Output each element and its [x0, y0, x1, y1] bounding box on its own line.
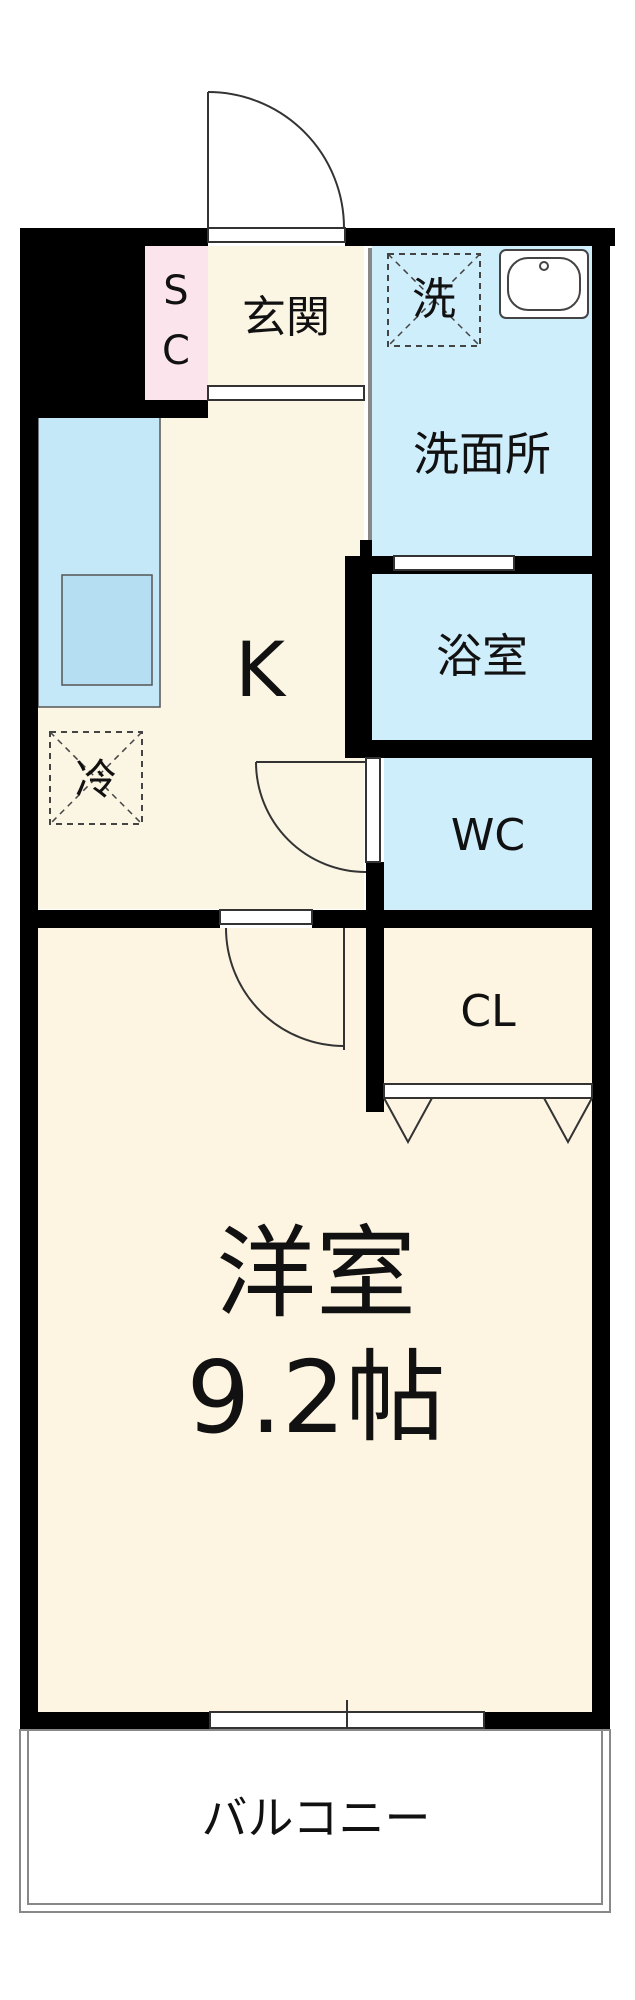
balcony-frame-inner: [27, 1729, 603, 1905]
wall-top-entrance-l: [145, 228, 208, 246]
closet-door-left: [383, 1097, 433, 1145]
toilet-floor: [384, 758, 592, 910]
shoe-closet-label-bottom: C: [162, 328, 190, 374]
walls: [20, 228, 615, 1730]
closet-label: CL: [460, 986, 516, 1037]
wall-bottom-left: [20, 1712, 210, 1730]
wall-bottom-right: [484, 1712, 610, 1730]
bath-label: 浴室: [436, 629, 528, 683]
western-room-floor-left: [38, 928, 384, 1088]
wall-kitchen-bottom-l: [20, 910, 220, 928]
fridge-space: [49, 731, 143, 825]
toilet-label: WC: [451, 810, 525, 861]
balcony-frame: [19, 1729, 611, 1913]
wall-closet-bottom-l: [366, 1084, 384, 1096]
closet-door-rail: [383, 1083, 593, 1099]
wash-basin-tap: [539, 261, 549, 271]
washer-space: [387, 253, 481, 347]
room-door: [225, 927, 345, 1050]
shoe-closet-label-top: S: [163, 268, 188, 314]
toilet-door: [255, 761, 367, 873]
entrance-floor: [208, 246, 364, 400]
kitchen-label: K: [235, 625, 287, 714]
washer-label: 洗: [412, 274, 456, 325]
balcony-label: バルコニー: [201, 1791, 430, 1845]
entrance-label: 玄関: [242, 292, 330, 343]
washroom-label: 洗面所: [413, 427, 551, 481]
closet-door-right: [543, 1097, 593, 1145]
wall-kitchen-bottom-r: [312, 910, 610, 928]
bath-floor: [372, 574, 592, 740]
wall-washroom-left-stub: [360, 540, 372, 558]
wall-bath-left: [345, 556, 372, 742]
entrance-door: [207, 91, 345, 234]
wall-left: [20, 228, 38, 1730]
fridge-label: 冷: [75, 755, 117, 804]
wall-right: [592, 228, 610, 1730]
kitchen-floor-upper: [208, 400, 364, 412]
wall-toilet-left-bottom: [366, 862, 384, 1112]
wall-top-washroom: [345, 228, 615, 246]
wash-basin-bowl: [507, 257, 581, 311]
entrance-door-frame: [207, 227, 346, 243]
western-room-size: 9.2帖: [186, 1339, 445, 1456]
wall-bath-bottom: [345, 740, 610, 758]
entrance-step: [207, 385, 365, 401]
kitchen-sink: [61, 574, 153, 686]
shoe-closet-floor: [145, 246, 208, 401]
wall-toilet-left-top: [366, 740, 384, 758]
western-room-label: 洋室: [216, 1215, 416, 1332]
wall-under-sc: [145, 400, 208, 418]
room-door-frame: [219, 909, 313, 925]
wall-block-top-left: [20, 228, 145, 418]
bath-door: [393, 555, 515, 571]
toilet-door-frame: [365, 757, 381, 863]
